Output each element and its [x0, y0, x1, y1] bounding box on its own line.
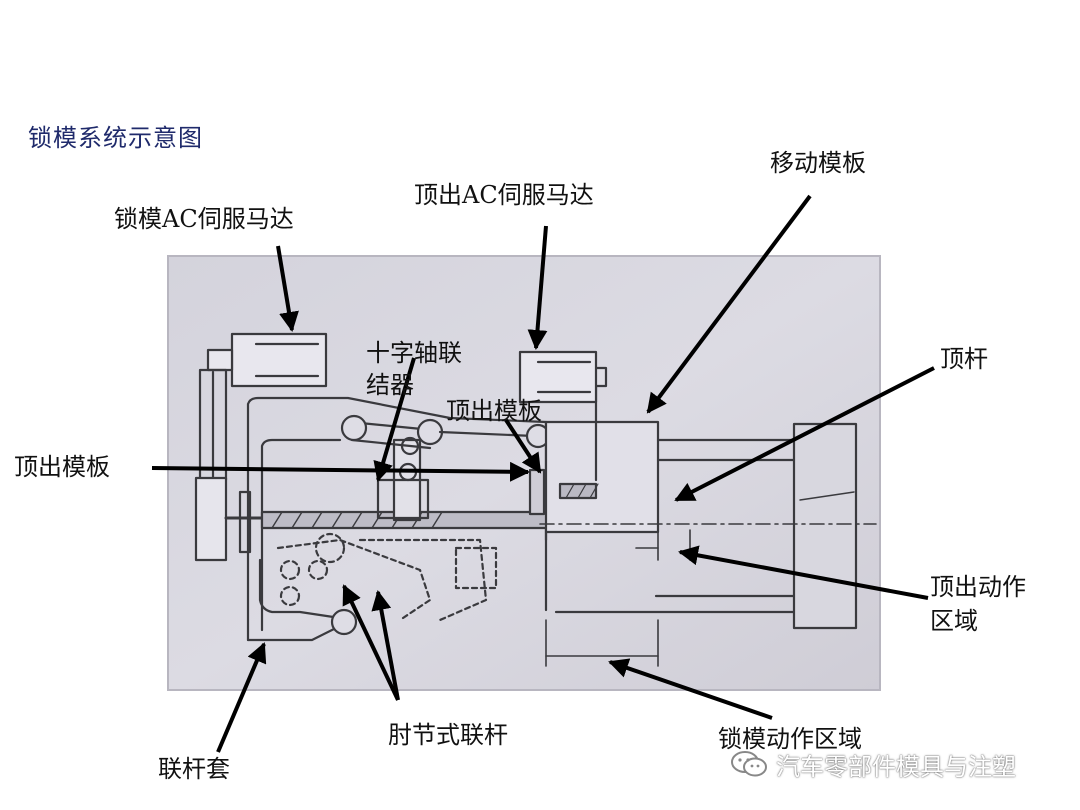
moving-platen-shape: [544, 420, 802, 614]
belt-pulley: [194, 368, 264, 562]
label-eject-motor: 顶出AC伺服马达: [414, 181, 594, 209]
page-title: 锁模系统示意图: [28, 124, 203, 152]
clamp-motor-shape: [206, 332, 328, 388]
link-pin: [330, 608, 358, 636]
arrow-clamp-motor: [276, 245, 299, 332]
arrow-toggle-link-2: [371, 590, 400, 701]
arrow-ejector-plate-left: [151, 461, 530, 482]
label-eject-zone-line2: 区域: [930, 607, 978, 635]
arrow-moving-platen: [646, 194, 812, 414]
arrow-clamp-zone: [608, 658, 773, 720]
label-moving-platen: 移动模板: [770, 149, 866, 177]
arrow-link-housing: [216, 642, 267, 753]
label-ejector-rod: 顶杆: [940, 345, 988, 373]
eject-motor-shape: [518, 350, 598, 404]
arrow-eject-motor: [527, 225, 548, 350]
watermark-text: 汽车零部件模具与注塑: [776, 752, 1016, 781]
label-clamp-zone: 锁模动作区域: [718, 725, 862, 753]
clamp-stroke-dimension: [545, 619, 659, 667]
fixed-platen-shape: [792, 422, 858, 630]
label-link-housing: 联杆套: [158, 755, 230, 783]
label-eject-zone-line1: 顶出动作: [930, 573, 1026, 601]
wechat-icon: [731, 751, 767, 777]
label-toggle-link: 肘节式联杆: [388, 721, 508, 749]
label-ejector-plate-inner: 顶出模板: [446, 397, 542, 425]
label-cross-coupling-line1: 十字轴联: [366, 339, 462, 367]
label-clamp-motor: 锁模AC伺服马达: [114, 205, 294, 233]
watermark: 汽车零部件模具与注塑: [730, 746, 1016, 782]
arrow-ejector-plate-inner: [504, 418, 542, 474]
label-cross-coupling-line2: 结器: [366, 371, 414, 399]
arrow-cross-coupling: [373, 357, 416, 482]
cross-coupling-shape: [376, 436, 430, 522]
arrow-toggle-link-1: [342, 584, 400, 701]
toggle-links-shape: [276, 532, 498, 622]
upper-links: [340, 414, 551, 450]
label-ejector-plate-left: 顶出模板: [14, 453, 110, 481]
ejector-plate-shape: [528, 366, 608, 516]
arrow-eject-zone: [678, 545, 929, 600]
arrow-ejector-rod: [674, 366, 935, 502]
